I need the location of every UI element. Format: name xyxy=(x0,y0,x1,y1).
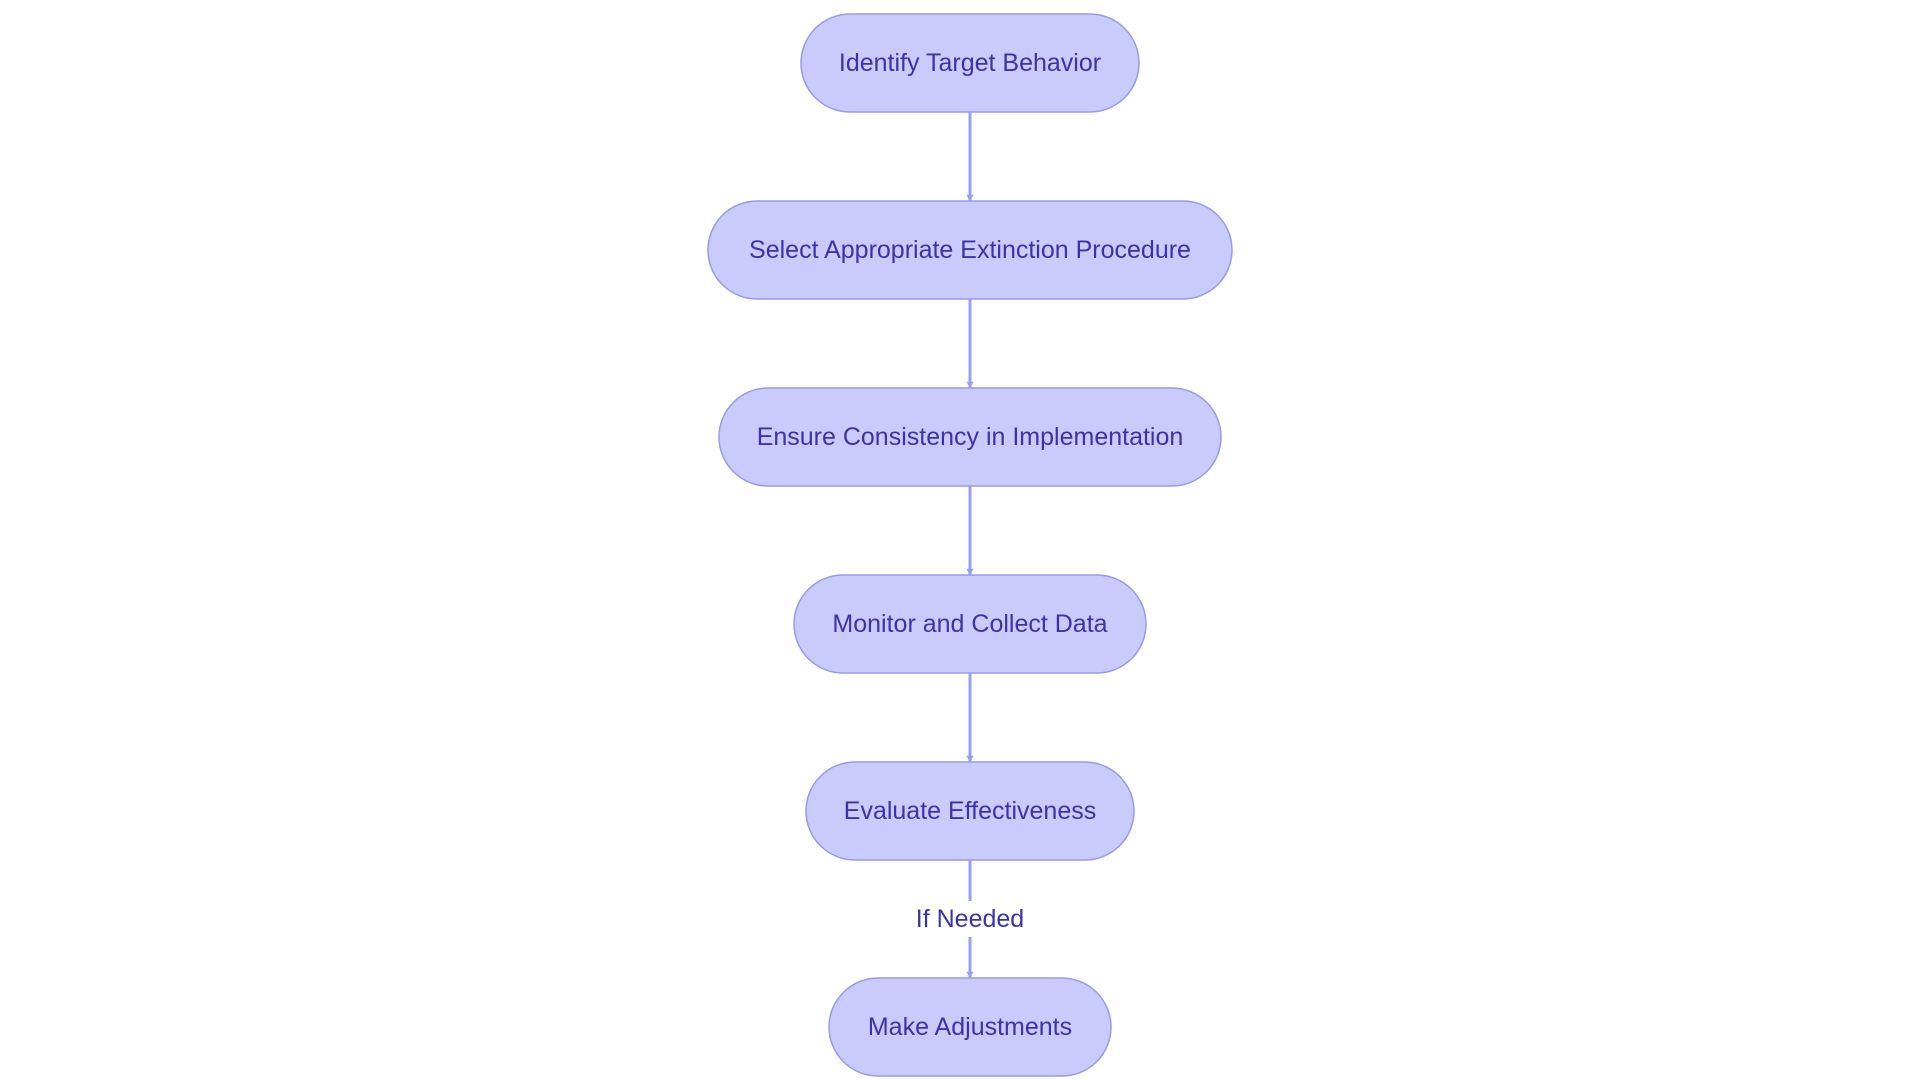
node-evaluate: Evaluate Effectiveness xyxy=(806,762,1134,860)
node-monitor: Monitor and Collect Data xyxy=(794,575,1146,673)
node-ensure: Ensure Consistency in Implementation xyxy=(719,388,1221,486)
node-label: Identify Target Behavior xyxy=(839,49,1101,77)
node-label: Monitor and Collect Data xyxy=(832,610,1107,638)
node-label: Evaluate Effectiveness xyxy=(844,797,1096,825)
edge-label: If Needed xyxy=(916,905,1024,933)
node-label: Make Adjustments xyxy=(868,1013,1072,1041)
node-adjust: Make Adjustments xyxy=(829,978,1111,1076)
node-label: Select Appropriate Extinction Procedure xyxy=(749,236,1191,264)
node-select: Select Appropriate Extinction Procedure xyxy=(708,201,1232,299)
node-identify: Identify Target Behavior xyxy=(801,14,1139,112)
edge-evaluate-to-adjust: If Needed xyxy=(916,860,1024,978)
node-label: Ensure Consistency in Implementation xyxy=(757,423,1184,451)
